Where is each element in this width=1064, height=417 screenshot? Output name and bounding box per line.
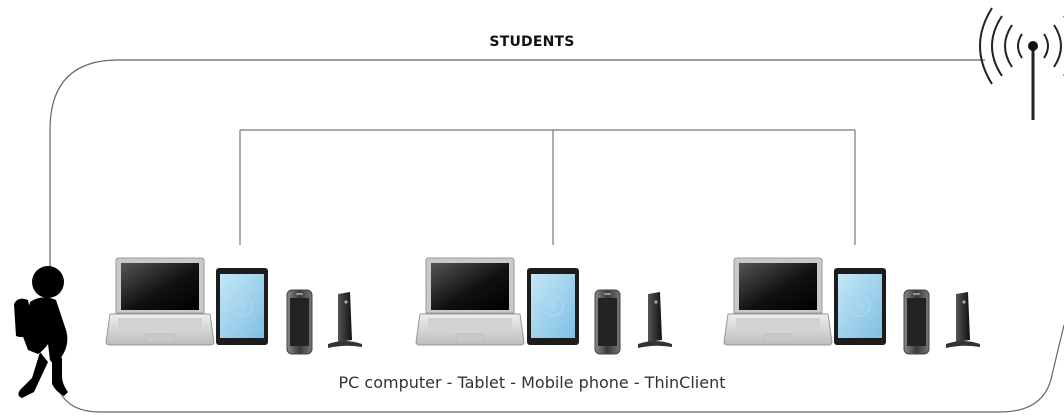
device-group-2 xyxy=(415,257,672,355)
group-connector-bus xyxy=(239,129,856,245)
mobile-phone-icon xyxy=(286,289,313,355)
thin-client-icon xyxy=(946,292,980,348)
tablet-icon xyxy=(215,267,269,346)
laptop-icon xyxy=(105,257,215,346)
outer-frame xyxy=(49,59,1064,413)
mobile-phone-icon xyxy=(903,289,930,355)
tablet-icon xyxy=(526,267,580,346)
laptop-icon xyxy=(723,257,833,346)
mobile-phone-icon xyxy=(594,289,621,355)
device-group-1 xyxy=(105,257,362,355)
thin-client-icon xyxy=(638,292,672,348)
device-types-caption: PC computer - Tablet - Mobile phone - Th… xyxy=(338,373,726,392)
laptop-icon xyxy=(415,257,525,346)
tablet-icon xyxy=(833,267,887,346)
student-with-backpack-icon xyxy=(14,266,68,398)
device-group-3 xyxy=(723,257,980,355)
thin-client-icon xyxy=(328,292,362,348)
wireless-antenna-icon xyxy=(979,7,1064,120)
diagram-title: STUDENTS xyxy=(489,34,575,50)
